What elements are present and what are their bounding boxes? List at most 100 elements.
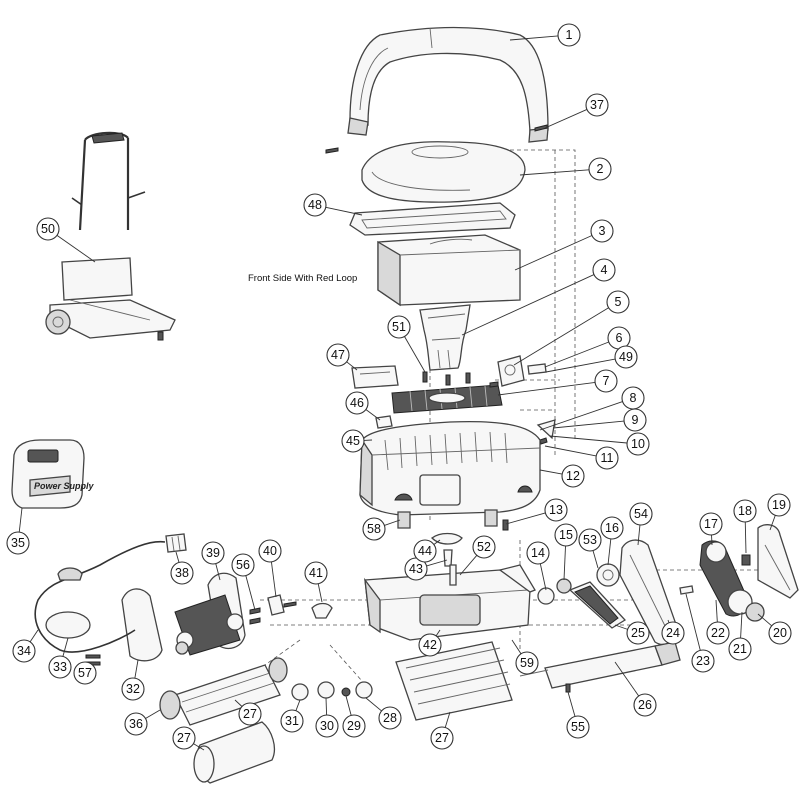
callout-leader [544,109,588,129]
callout-circle [728,637,752,661]
callout-label: 43 [409,562,423,576]
callout-circle [201,541,225,565]
callout-circle [557,23,581,47]
callout-leader [614,624,628,630]
callout-label: 11 [601,451,614,465]
side-plate-left [174,572,246,656]
callout-leader [435,629,441,637]
callout-circle [515,651,539,675]
callout-label: 12 [566,469,580,483]
callout-leader [544,445,597,457]
callout-label: 21 [733,642,747,656]
callout-leader [325,206,363,216]
callout-leader [461,274,595,336]
filter-basket-part [377,234,521,307]
callout-leader [513,307,609,366]
callout-label: 51 [392,320,406,334]
callout-label: 8 [630,391,637,405]
callout-leader [567,691,576,717]
callout-leader [193,743,205,751]
callout-leader [18,507,23,533]
callout-label: 46 [350,396,364,410]
callout-circle [258,539,282,563]
callout-circle [430,726,454,750]
callout-label: 59 [520,656,534,670]
callout-label: 9 [632,413,639,427]
callout-leader [539,563,547,591]
callout-leader [365,409,381,421]
callout-leader [607,538,612,566]
callout-leader [426,559,448,567]
callout-leader [544,341,609,368]
callout-label: 1 [566,28,573,42]
callout-label: 56 [236,558,250,572]
callout-leader [563,545,566,581]
callout-leader [509,35,559,41]
callout-label: 14 [531,546,545,560]
callout-label: 27 [435,731,449,745]
callout-label: 17 [704,517,718,531]
callout-label: 48 [308,198,322,212]
callout-label: 4 [601,263,608,277]
callout-leader [545,358,616,373]
side-cover-left [121,588,189,662]
callout-leader [346,361,358,371]
callout-circle [345,391,369,415]
callout-leader [384,519,401,526]
callout-label: 37 [590,98,604,112]
callout-label: 15 [559,528,573,542]
callout-leader [744,521,747,554]
callout-circle [342,714,366,738]
callout-label: 18 [738,504,752,518]
callout-circle [413,539,437,563]
callout-label: 5 [615,295,622,309]
callout-label: 27 [177,731,191,745]
callout-leader [345,695,352,716]
callout-circle [554,523,578,547]
callout-circle [121,677,145,701]
cable-float-part [34,540,166,653]
callout-circle [526,541,550,565]
callout-circle [633,693,657,717]
callout-label: 52 [477,540,491,554]
connector-part [165,533,187,553]
callout-leader [295,699,301,711]
callout-leader [519,169,590,176]
callout-leader [175,551,180,563]
latch-part [375,415,393,429]
callout-circle [280,709,304,733]
callout-circle [472,535,496,559]
callout-leader [325,697,328,716]
callout-leader [270,561,277,598]
callout-leader [552,420,625,429]
callout-leader [757,613,772,627]
callout-label: 57 [78,666,92,680]
callout-circle [768,621,792,645]
callout-leader [539,469,563,475]
callout-leader [511,639,522,655]
front-side-note: Front Side With Red Loop [248,273,357,284]
chassis-part [364,564,536,641]
callout-circle [595,446,619,470]
roller-shaft-part [519,641,681,689]
callout-label: 41 [309,566,323,580]
funnel-part [419,304,471,371]
callout-circle [238,702,262,726]
callout-label: 31 [285,714,299,728]
callout-circle [544,498,568,522]
callout-circle [362,517,386,541]
callout-circle [706,621,730,645]
callout-circle [699,512,723,536]
clip-44-part [431,519,509,567]
callout-circle [304,561,328,585]
callout-leader [685,593,701,651]
callout-leader [245,575,256,611]
callout-circle [12,639,36,663]
callout-label: 47 [331,348,345,362]
bracket-part [489,355,547,388]
callout-circle [626,432,650,456]
callout-circle [378,706,402,730]
callout-label: 28 [383,711,397,725]
callout-label: 20 [773,626,787,640]
